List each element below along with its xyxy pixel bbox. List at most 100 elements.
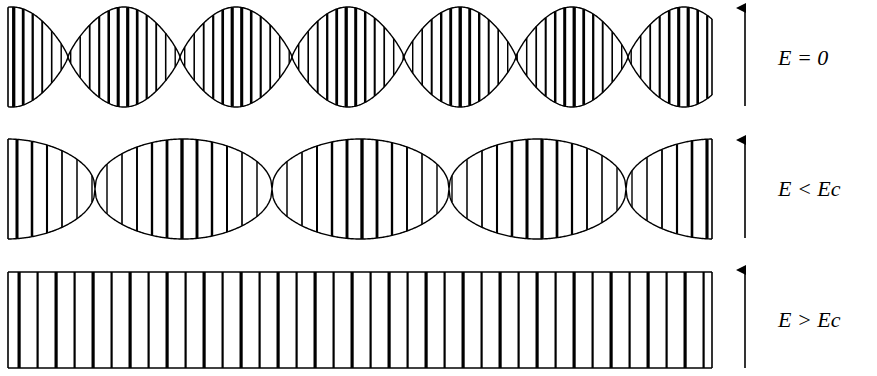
molecule-line [676,144,678,234]
molecule-line [649,25,651,90]
molecule-line [307,31,309,83]
molecule-line [346,140,349,239]
molecule-line [73,272,75,368]
molecule-line [203,23,205,91]
molecule-line [402,55,403,60]
molecule-line [260,16,262,97]
molecule-line [631,171,632,207]
molecule-line [488,20,490,95]
molecule-line [659,16,661,98]
molecule-line [602,22,604,93]
molecule-line [106,164,107,214]
molecule-line [499,272,502,368]
molecule-line [507,42,508,73]
molecule-line [279,36,281,78]
molecule-line [374,18,376,96]
molecule-line [146,15,148,99]
molecule-line [51,31,53,83]
unwound-layer [8,272,712,368]
molecule-line [165,33,167,80]
molecule-line [301,152,303,226]
molecule-line [89,25,91,89]
molecule-line [440,13,442,102]
molecule-line [646,272,649,368]
molecule-line [345,7,348,107]
molecule-line [155,23,157,91]
molecule-line [222,272,224,368]
molecule-line [556,140,559,237]
molecule-line [76,159,78,218]
molecule-line [478,13,480,102]
molecule-line [601,155,603,222]
field-arrow [744,140,746,238]
molecule-line [591,272,593,368]
molecule-line [136,147,138,231]
molecule-line [630,50,631,65]
molecule-line [256,162,257,217]
molecule-line [231,7,234,107]
molecule-line [180,139,183,239]
molecule-line [431,19,433,94]
molecule-line [166,140,169,238]
molecule-line [466,159,468,218]
molecule-line [314,272,317,368]
field-arrow [744,270,746,368]
molecule-line [91,272,94,368]
molecule-line [525,139,528,238]
molecule-line [136,10,139,105]
molecule-line [592,14,594,100]
molecule-line [211,142,213,236]
molecule-line [31,141,34,236]
envelope-line [8,139,712,189]
molecule-line [388,272,391,368]
molecule-line [240,272,243,368]
molecule-line [32,14,34,101]
molecule-line [393,39,394,76]
molecule-line [545,18,547,97]
molecule-line [691,141,694,237]
envelope-line [8,367,712,368]
molecule-line [333,272,335,368]
molecule-line [459,7,462,107]
molecule-line [129,272,132,368]
molecule-line [646,157,648,220]
molecule-line [269,25,271,89]
molecule-line [296,272,298,368]
molecule-line [193,34,195,81]
molecule-line [259,272,261,368]
molecule-line [335,9,338,105]
molecule-line [696,10,699,104]
molecule-line [481,272,483,368]
envelope-line [8,57,712,107]
molecule-line [535,272,538,368]
molecule-line [286,162,287,217]
molecule-line [706,15,708,98]
molecule-line [406,147,408,231]
molecule-line [15,139,18,238]
molecule-line [451,176,452,203]
molecule-line [665,272,667,368]
end-line [7,7,9,106]
molecule-line [573,7,576,107]
molecule-line [196,140,199,239]
molecule-line [677,7,680,106]
molecule-line [46,145,48,233]
molecule-line [174,47,175,67]
molecule-line [554,272,556,368]
molecule-line [317,21,319,93]
field-label: E < Ec [778,178,841,200]
molecule-line [326,14,328,101]
molecule-line [705,139,708,239]
molecule-line [535,27,537,88]
molecule-line [425,272,428,368]
molecule-line [12,7,15,107]
molecule-line [572,272,575,368]
end-line [711,19,713,95]
molecule-line [391,143,393,236]
helix-layer [8,7,712,107]
molecule-line [277,272,280,368]
end-line [711,272,713,368]
end-line [7,272,9,368]
molecule-line [563,8,566,106]
